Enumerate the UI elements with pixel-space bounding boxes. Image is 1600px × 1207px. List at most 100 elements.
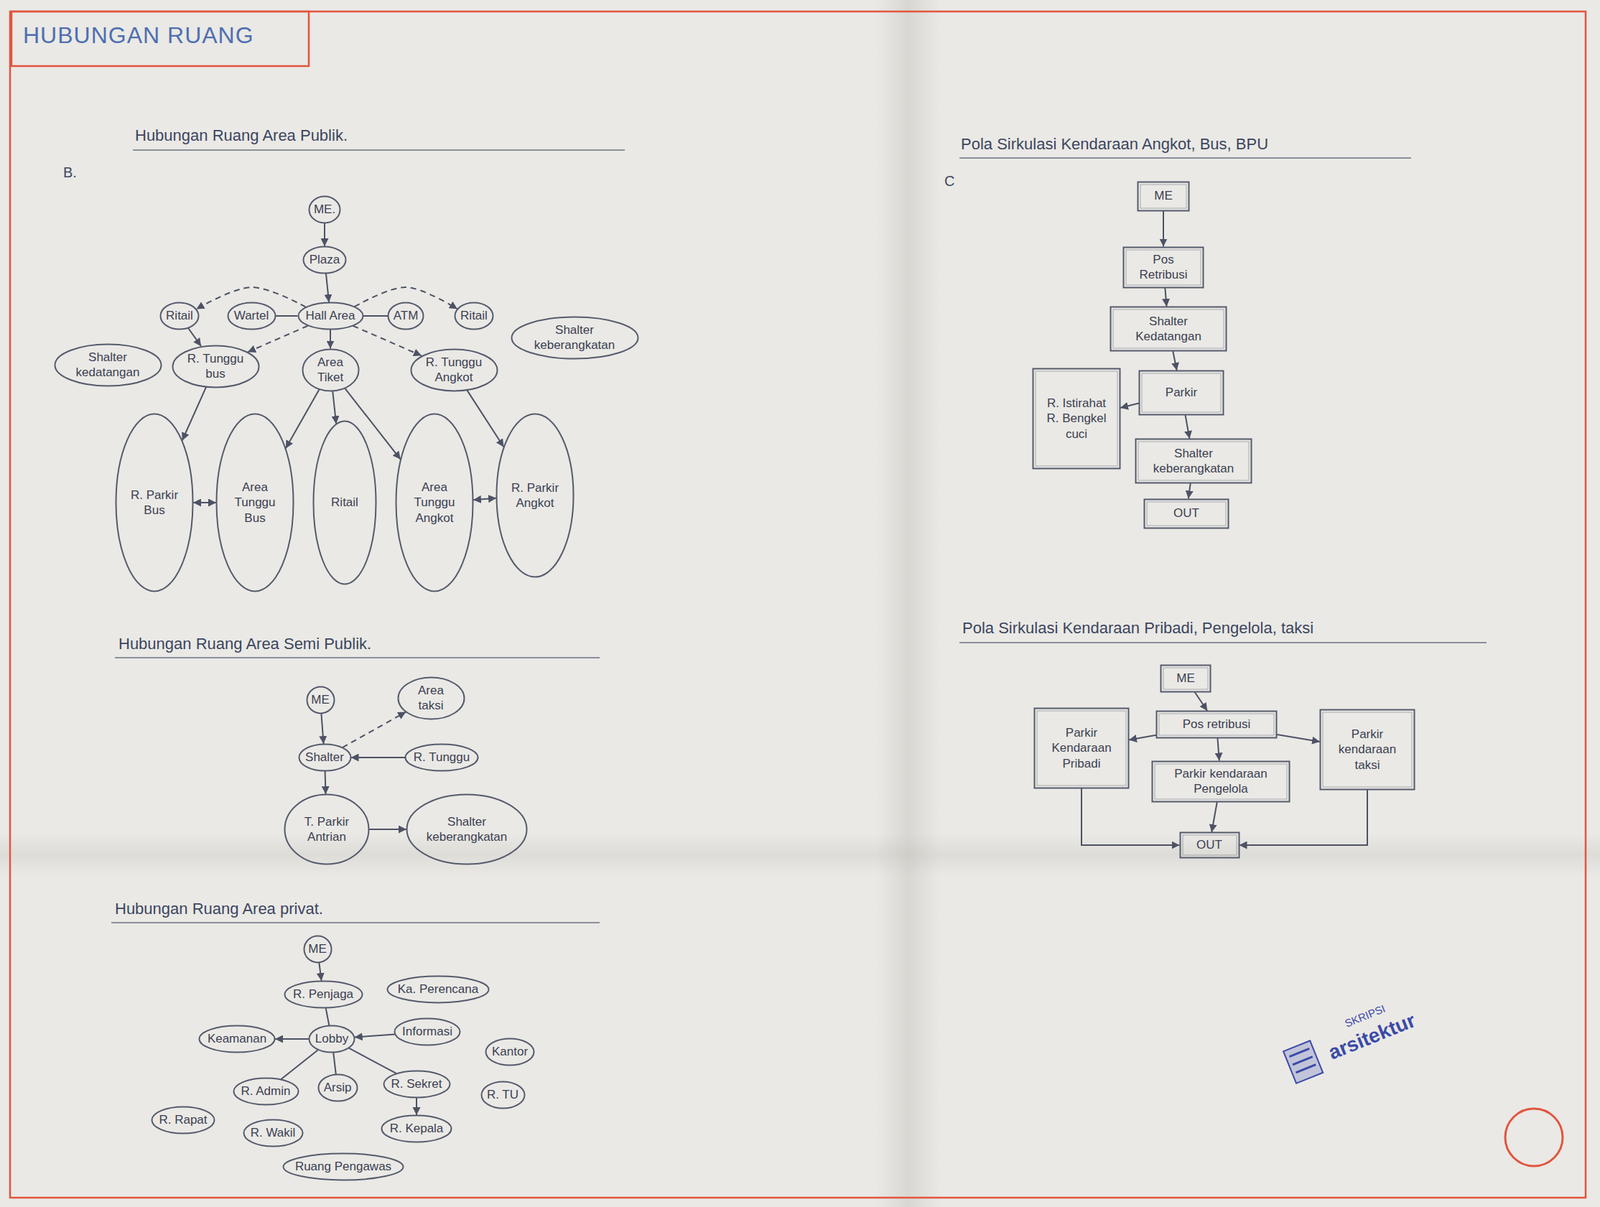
section-heading: Hubungan Ruang Area Publik. xyxy=(135,126,348,146)
node-outline xyxy=(1138,181,1190,211)
node-label: R. Admin xyxy=(241,1083,291,1099)
space-bubble: T. Parkir Antrian xyxy=(283,793,370,866)
node-outline xyxy=(455,303,494,330)
connector-arrow xyxy=(1217,738,1219,762)
paper-fold xyxy=(876,0,941,1207)
node-outline xyxy=(1134,438,1253,485)
space-bubble: R. Rapat xyxy=(150,1105,216,1135)
connector-arrow xyxy=(1172,351,1177,371)
space-bubble: Area Tiket xyxy=(301,348,360,393)
space-bubble: Ritail xyxy=(159,301,200,331)
section-letter: B. xyxy=(63,163,77,181)
node-label: Ruang Pengawas xyxy=(295,1159,392,1175)
node-outline xyxy=(405,744,479,772)
space-bubble: R. Tunggu Angkot xyxy=(410,348,499,393)
node-outline xyxy=(510,315,640,360)
connector-arrow xyxy=(1211,802,1218,834)
connector-arrow xyxy=(466,389,504,447)
connector-arrow xyxy=(1239,789,1369,846)
connector-arrow xyxy=(280,1049,319,1080)
connector-arrow xyxy=(193,501,217,504)
node-label: R. Rapat xyxy=(158,1112,207,1128)
node-label: R. Parkir Angkot xyxy=(502,480,568,512)
node-outline xyxy=(285,794,370,865)
space-bubble: Kantor xyxy=(484,1037,536,1067)
node-label: Area Tunggu Bus xyxy=(222,479,288,526)
node-outline xyxy=(1163,667,1208,690)
node-outline xyxy=(396,414,474,592)
connector-arrow xyxy=(1081,788,1180,846)
node-outline xyxy=(152,1107,215,1134)
title-box xyxy=(11,11,309,67)
connector-arrow xyxy=(1188,483,1191,500)
node-outline xyxy=(486,1039,535,1066)
node-outline xyxy=(283,1154,404,1181)
node-outline xyxy=(1110,307,1227,352)
process-box: Parkir Kendaraan Pribadi xyxy=(1033,707,1130,790)
node-outline xyxy=(1152,761,1290,802)
node-label: R. Wakil xyxy=(250,1125,296,1141)
node-label: Area taksi xyxy=(409,682,453,714)
node-outline xyxy=(1123,247,1204,288)
node-outline xyxy=(405,793,528,866)
connector-arrow xyxy=(349,1048,397,1074)
node-outline xyxy=(511,316,638,359)
connector-arrow xyxy=(323,223,326,247)
heading-underline xyxy=(114,657,600,659)
space-bubble: Lobby xyxy=(308,1024,356,1054)
node-outline xyxy=(54,343,161,386)
node-label: Area Tiket xyxy=(312,354,349,386)
process-box: OUT xyxy=(1179,831,1241,859)
node-outline xyxy=(53,343,163,388)
connector-arrow xyxy=(415,1098,418,1116)
process-box: Shalter keberangkatan xyxy=(1134,438,1253,485)
node-label: Shalter keberangkatan xyxy=(1143,445,1244,477)
node-outline xyxy=(1126,249,1201,286)
node-outline xyxy=(1122,246,1205,289)
stamp-icon xyxy=(1283,1040,1323,1083)
node-outline xyxy=(298,303,363,330)
node-outline xyxy=(1139,371,1224,416)
connector-arrow xyxy=(342,712,406,749)
connector-arrow xyxy=(354,287,458,309)
node-outline xyxy=(1322,712,1412,788)
connector-arrow xyxy=(1194,692,1208,711)
node-outline xyxy=(496,414,574,578)
node-outline xyxy=(284,981,362,1009)
node-label: Shalter keberangkatan xyxy=(531,322,618,354)
connector-arrow xyxy=(1276,734,1320,742)
node-label: T. Parkir Antrian xyxy=(298,814,356,846)
heading-underline xyxy=(959,642,1487,644)
section-heading: Pola Sirkulasi Kendaraan Pribadi, Pengel… xyxy=(962,619,1314,638)
node-label: Shalter xyxy=(305,749,344,765)
space-bubble: R. Penjaga xyxy=(283,980,364,1009)
node-outline xyxy=(306,687,334,714)
node-label: ME xyxy=(310,692,330,708)
space-bubble: Ruang Pengawas xyxy=(282,1152,405,1182)
space-bubble: Ritail xyxy=(312,420,378,586)
node-outline xyxy=(495,412,575,579)
node-label: Ritail xyxy=(460,308,488,324)
process-box: Shalter Kedatangan xyxy=(1109,305,1228,352)
space-bubble: ME. xyxy=(308,195,342,225)
node-outline xyxy=(216,414,294,592)
node-label: R. Parkir Bus xyxy=(122,487,187,519)
section-heading: Pola Sirkulasi Kendaraan Angkot, Bus, BP… xyxy=(960,135,1269,154)
space-bubble: ATM xyxy=(387,301,425,331)
connector-arrow xyxy=(352,326,421,357)
process-box: Parkir kendaraan taksi xyxy=(1319,708,1416,791)
node-outline xyxy=(383,1071,450,1099)
space-bubble: Shalter keberangkatan xyxy=(405,793,528,866)
connector-arrow xyxy=(363,315,389,317)
connector-arrow xyxy=(275,1038,309,1040)
node-outline xyxy=(1146,501,1226,526)
node-outline xyxy=(233,1078,299,1106)
node-outline xyxy=(387,976,490,1004)
node-label: Parkir Kendaraan Pribadi xyxy=(1042,725,1122,772)
space-bubble: Shalter kedatangan xyxy=(53,343,163,388)
space-bubble: Area Tunggu Angkot xyxy=(394,412,474,593)
connector-arrow xyxy=(473,498,497,500)
connector-arrow xyxy=(333,1052,337,1075)
node-outline xyxy=(172,345,259,388)
node-outline xyxy=(309,1026,355,1053)
